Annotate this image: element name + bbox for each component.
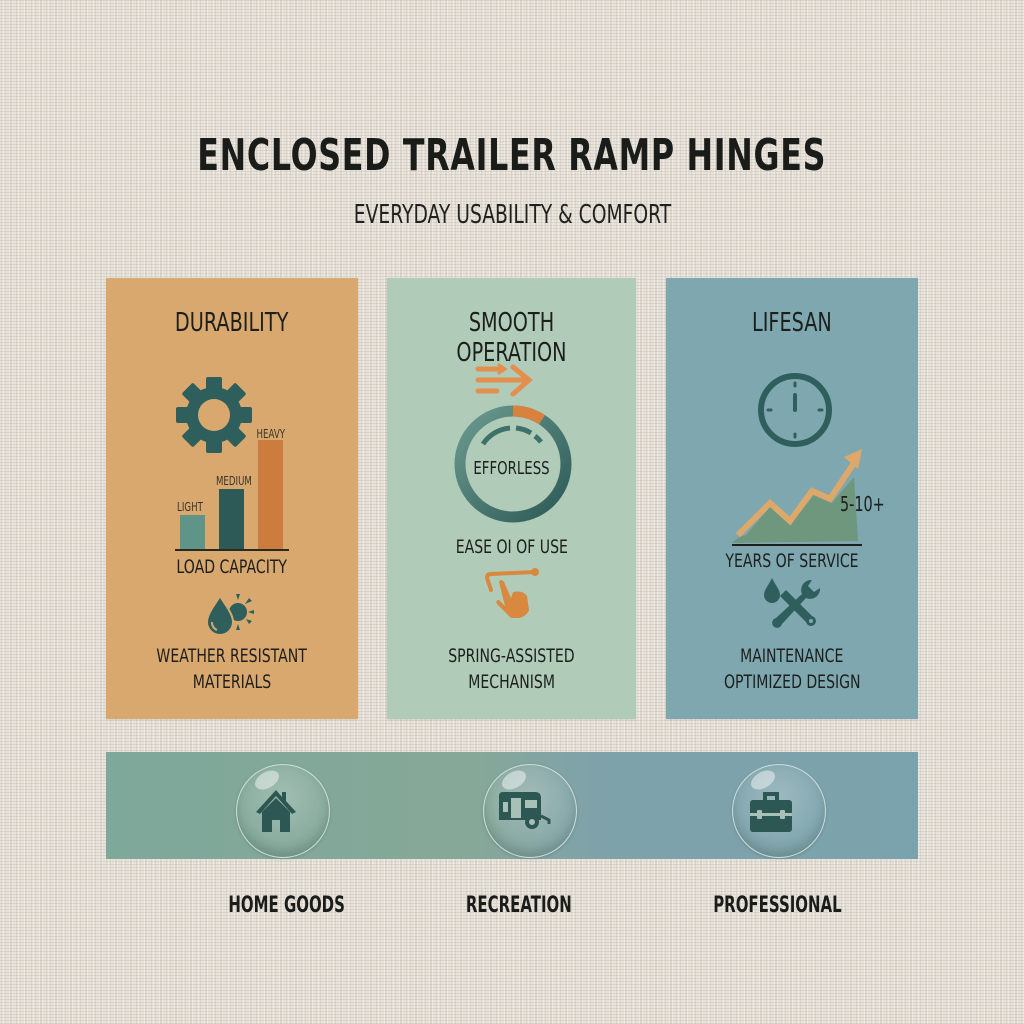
page-subtitle: EVERYDAY USABILITY & COMFORT (353, 200, 671, 230)
chart-label-light: LIGHT (177, 500, 203, 514)
feature-text-line1: SPRING-ASSISTED (448, 645, 575, 667)
double-arrow-right-icon (475, 363, 533, 397)
trend-up-arrow-icon (732, 449, 862, 546)
category-label-professional: PROFESSIONAL (713, 893, 842, 918)
category-band (106, 752, 918, 859)
water-drop-sun-icon (205, 594, 254, 636)
panel-title: DURABILITY (175, 308, 289, 338)
chart-label-heavy: HEAVY (256, 427, 286, 441)
panel-durability: DURABILITY LIGHT MEDIUM HEAVY (106, 278, 358, 719)
toolbox-icon (750, 792, 792, 832)
gauge-caption: EASE OI OF USE (455, 536, 568, 558)
gauge-label: EFFORLESS (473, 458, 550, 479)
feature-text-line2: OPTIMIZED DESIGN (723, 671, 861, 693)
panel-smooth-operation: SMOOTH OPERATION EFFORLESS EASE OI OF (387, 278, 636, 719)
clock-icon (758, 373, 832, 447)
category-label-home-goods: HOME GOODS (228, 893, 345, 918)
panel-title: SMOOTH OPERATION (456, 308, 567, 368)
category-label-recreation: RECREATION (465, 893, 572, 918)
gauge-ring-icon (454, 405, 572, 523)
wrench-oil-drop-icon (764, 578, 821, 628)
category-bubble-recreation[interactable] (483, 764, 577, 859)
chart-baseline (175, 549, 289, 551)
house-icon (256, 790, 296, 832)
chart-label-medium: MEDIUM (216, 474, 252, 488)
bar-medium (219, 489, 244, 550)
gear-icon (176, 377, 252, 453)
feature-text-line1: MAINTENANCE (740, 645, 844, 667)
panel-title: LIFESAN (752, 308, 832, 338)
bar-heavy (258, 440, 283, 550)
trend-caption: YEARS OF SERVICE (725, 550, 859, 572)
page-title: ENCLOSED TRAILER RAMP HINGES (197, 130, 827, 181)
feature-text-line1: WEATHER RESISTANT (156, 645, 308, 667)
trend-value: 5-10+ (840, 492, 885, 516)
camper-trailer-icon (499, 792, 551, 829)
category-bubble-home-goods[interactable] (236, 764, 330, 859)
chart-caption: LOAD CAPACITY (176, 556, 288, 578)
feature-text-line2: MATERIALS (192, 671, 272, 693)
hand-pull-lever-icon (484, 568, 539, 618)
feature-text-line2: MECHANISM (468, 671, 555, 693)
category-bubble-professional[interactable] (732, 764, 826, 859)
bar-light (180, 515, 205, 550)
panel-lifespan: LIFESAN 5-10+ YEARS OF SERVICE MAIN (666, 278, 918, 719)
